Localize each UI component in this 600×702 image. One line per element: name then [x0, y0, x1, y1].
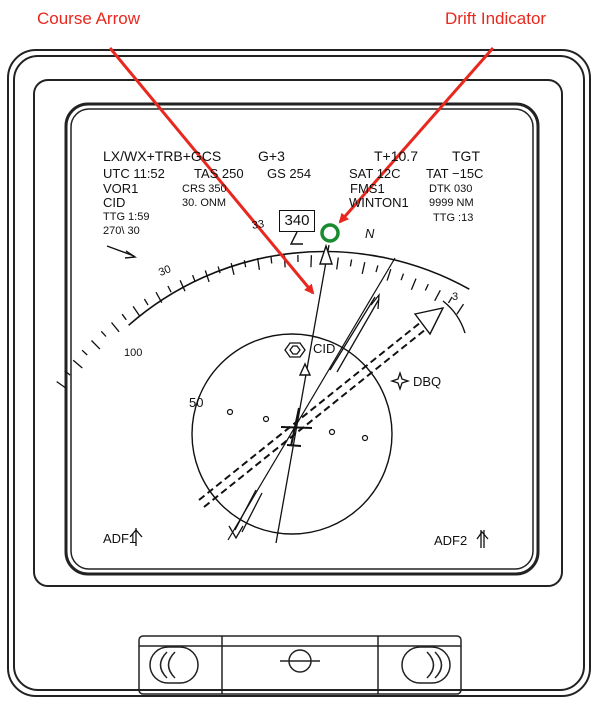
test-button[interactable]	[280, 649, 320, 673]
drift-indicator-pointer	[338, 47, 495, 224]
compass-tick	[456, 303, 465, 315]
course-arrow-pointer	[108, 47, 315, 295]
compass-tick	[386, 268, 392, 281]
utc-time: UTC 11:52	[103, 166, 165, 181]
dbq-symbol	[389, 370, 411, 392]
compass-tick	[91, 340, 101, 350]
bearing-pointer-head	[329, 292, 380, 373]
tat-value: TAT −15C	[426, 166, 484, 181]
station-id: CID	[103, 195, 126, 210]
compass-tick	[204, 270, 210, 283]
time-to-go-waypoint: TTG :13	[433, 212, 474, 224]
adf2-label: ADF2	[434, 533, 468, 548]
fms-source: FMS1	[350, 181, 385, 196]
mode-text: LX/WX+TRB+GCS	[103, 148, 222, 164]
dtk-value: DTK 030	[429, 183, 473, 195]
right-knob[interactable]	[401, 646, 451, 684]
heading-pointer	[289, 231, 303, 245]
drift-indicator-marker	[320, 223, 340, 243]
instrument-bezel	[7, 49, 591, 697]
compass-tick	[410, 278, 417, 290]
wind-readout: 270\ 30	[103, 225, 140, 237]
crs-value: CRS 350	[182, 183, 227, 195]
nav-source: VOR1	[103, 181, 139, 196]
tas-value: TAS 250	[194, 166, 244, 181]
course-line	[275, 244, 330, 544]
compass-tick	[110, 322, 120, 333]
cid-label: CID	[313, 341, 336, 356]
compass-tick	[349, 259, 353, 267]
knob-panel	[138, 635, 462, 695]
compass-tick	[230, 262, 235, 275]
left-knob[interactable]	[149, 646, 199, 684]
compass-tick	[64, 370, 71, 376]
course-arrow-label: Course Arrow	[37, 9, 140, 28]
range-ring-50	[191, 333, 393, 535]
compass-tick	[270, 256, 273, 264]
range-label-50: 50	[189, 395, 204, 410]
compass-tick	[72, 359, 83, 369]
sat-value: SAT 12C	[349, 166, 401, 181]
station-distance: 30. ONM	[182, 197, 227, 209]
wind-arrow	[106, 245, 138, 259]
compass-tick	[361, 262, 366, 275]
waypoint-name: WINTON1	[349, 195, 409, 210]
deviation-arrowhead	[413, 307, 445, 336]
bearing-pointer-tail	[228, 489, 263, 540]
aircraft-symbol	[280, 407, 313, 447]
vor-symbol	[284, 342, 306, 358]
compass-tick	[375, 265, 379, 273]
compass-tick	[447, 296, 453, 304]
compass-tick	[217, 266, 221, 274]
compass-tick	[132, 306, 141, 317]
compass-tick	[310, 255, 313, 268]
compass-tick	[434, 289, 441, 302]
compass-tick	[400, 273, 405, 281]
compass-tick	[336, 257, 339, 270]
compass-ticks	[56, 254, 465, 390]
deviation-bar	[198, 321, 427, 508]
adf1-label: ADF1	[103, 531, 137, 546]
time-to-go: TTG 1:59	[103, 211, 150, 223]
adf2-icon	[476, 530, 489, 548]
bearing-line	[227, 257, 396, 541]
compass-tick	[100, 330, 107, 337]
temp-deviation: T+10.7	[374, 148, 418, 164]
compass-label-33: 33	[251, 218, 265, 232]
compass-tick	[256, 257, 261, 270]
waypoint-dots	[226, 408, 369, 442]
compass-tick	[191, 274, 196, 282]
compass-label-3: 3	[452, 291, 459, 303]
compass-arc	[128, 250, 470, 326]
drift-indicator-label: Drift Indicator	[445, 9, 547, 28]
compass-tick	[81, 349, 88, 356]
heading-readout: 340	[279, 210, 315, 232]
compass-tick	[179, 280, 186, 292]
compass-tick	[56, 381, 67, 390]
range-arc-right	[442, 300, 466, 334]
compass-label-n: N	[365, 226, 375, 241]
range-label-100: 100	[124, 347, 143, 359]
compass-tick	[121, 313, 127, 321]
dbq-label: DBQ	[413, 374, 442, 389]
compass-tick	[155, 291, 163, 304]
waypoint-distance: 9999 NM	[429, 197, 474, 209]
compass-tick	[143, 298, 149, 306]
compass-tick	[424, 283, 429, 291]
adf1-icon	[129, 528, 143, 546]
tgt-label: TGT	[452, 148, 480, 164]
g-load: G+3	[258, 148, 285, 164]
gs-value: GS 254	[267, 166, 312, 181]
course-arrow	[298, 243, 333, 376]
compass-tick	[167, 285, 172, 293]
compass-tick	[243, 260, 247, 268]
